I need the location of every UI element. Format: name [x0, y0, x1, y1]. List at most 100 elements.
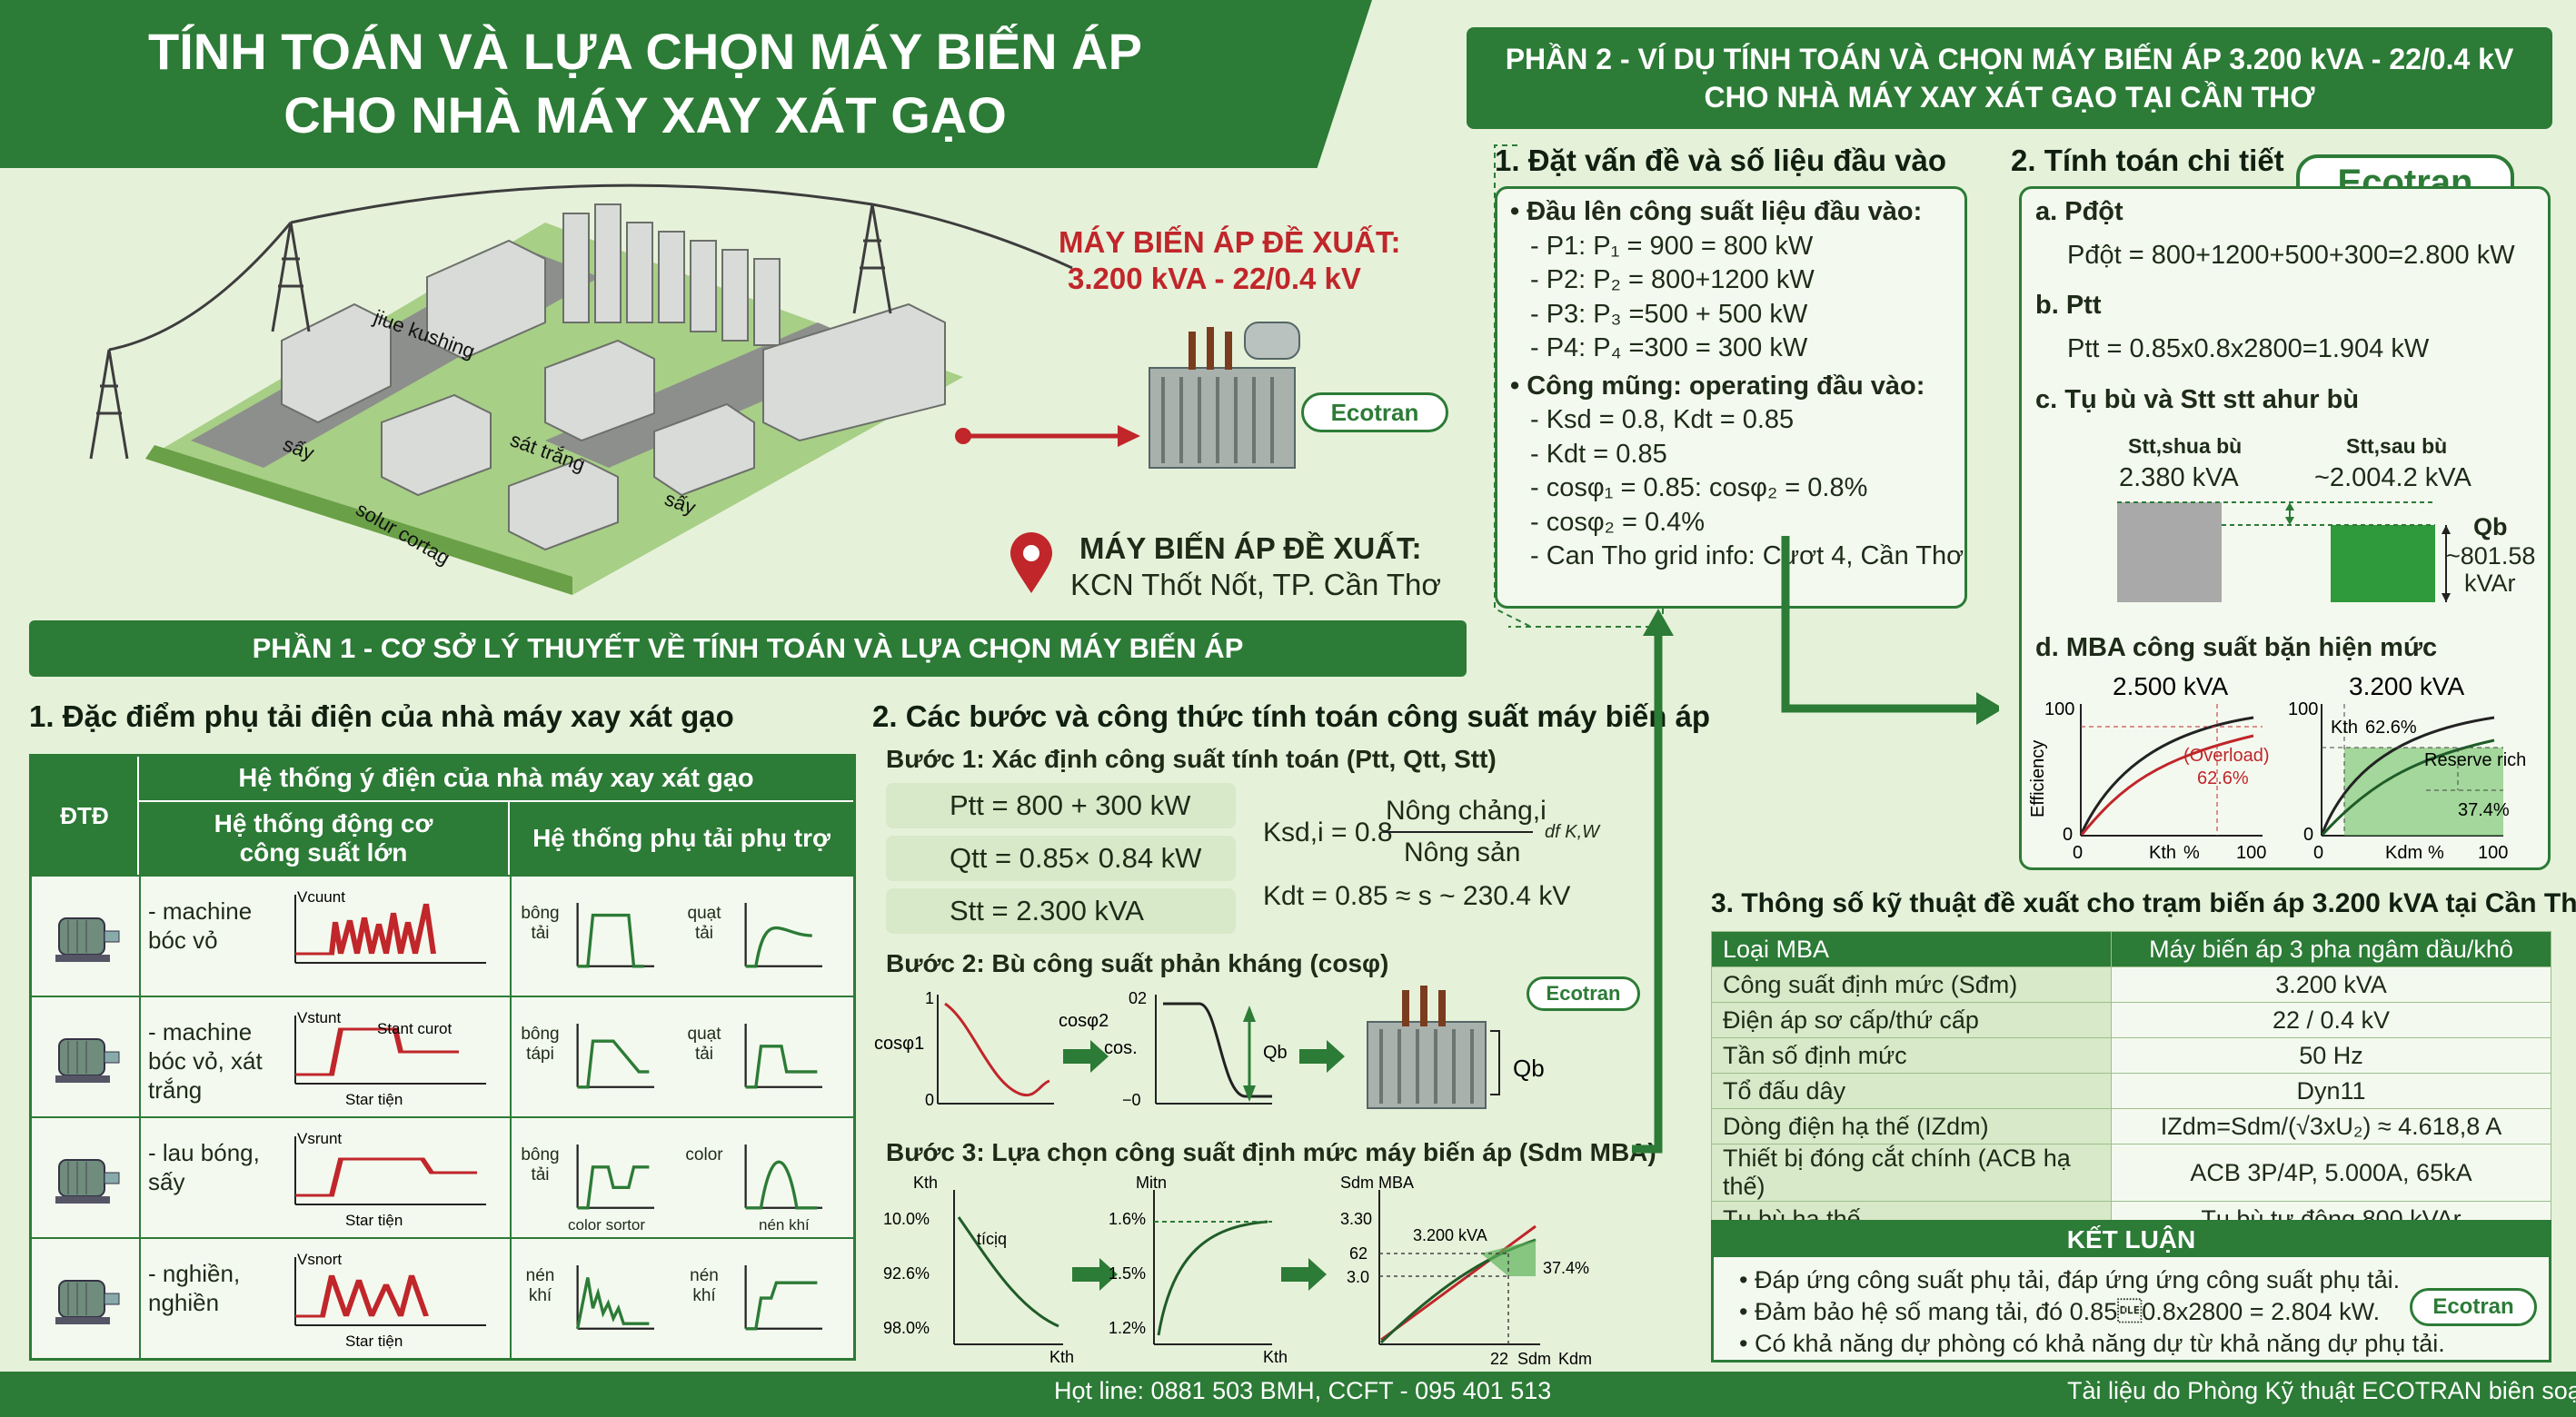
aux-chart-2 [744, 1265, 822, 1331]
ksd-den: Nông sản [1404, 837, 1521, 867]
s3-s1: 3.30 [1340, 1210, 1372, 1228]
aux-xlabel-1: color sortor [568, 1216, 646, 1234]
aux-label-2: quạt tải [687, 1025, 721, 1064]
s2-cos2: cosφ2 [1059, 1011, 1109, 1031]
flow-arrows [1494, 144, 1999, 1154]
part1-header: PHẦN 1 - CƠ SỞ LÝ THUYẾT VỀ TÍNH TOÁN VÀ… [29, 620, 1467, 677]
svg-text:Vstunt: Vstunt [297, 1009, 341, 1026]
aux-chart-2 [744, 1144, 822, 1210]
part2-header: PHẦN 2 - VÍ DỤ TÍNH TOÁN VÀ CHỌN MÁY BIẾ… [1467, 27, 2552, 129]
dr-y0: 0 [2303, 825, 2313, 845]
spec-value: 22 / 0.4 kV [2111, 1002, 2551, 1038]
ksd-tail: df K,W [1545, 822, 1600, 842]
dl-x100: 100 [2236, 843, 2266, 863]
formula-qtt-text: Qtt = 0.85× 0.84 kW [950, 842, 1202, 874]
coef-head: • Công mũng: operating đầu vào: [1510, 371, 1925, 401]
motor-icon [52, 907, 121, 967]
loc-value: KCN Thốt Nốt, TP. Cần Thơ [1070, 568, 1442, 601]
p2-s3-title: 3. Thông số kỹ thuật đề xuất cho trạm bi… [1711, 888, 2576, 918]
input-4: - P4: P₄ =300 = 300 kW [1530, 333, 1808, 362]
aux-label-1: bông tápi [521, 1025, 560, 1064]
s3-xk: Kdm [1558, 1350, 1592, 1367]
brand-text: Ecotran [1330, 398, 1419, 426]
dr-xk: Kdm [2385, 843, 2422, 863]
kdt-formula: Kdt = 0.85 ≈ s ~ 230.4 kV [1263, 881, 1571, 911]
aux-label-2: quạt tải [687, 904, 721, 943]
input-3: - P3: P₃ =500 + 500 kW [1530, 299, 1808, 329]
conclusion-box: KẾT LUẬN • Đáp ứng công suất phụ tải, đá… [1711, 1220, 2551, 1362]
ksd-num: Nông chảng,i [1386, 796, 1547, 826]
dl-title: 2.500 kVA [2113, 672, 2228, 700]
aux-chart-2 [744, 903, 822, 968]
row-name: - machine bóc vỏ [148, 897, 253, 954]
calc-a-val: Pđột = 800+1200+500+300=2.800 kW [2067, 241, 2515, 270]
table-col-dt: ĐTĐ [32, 757, 139, 875]
part2-header-1: PHẦN 2 - VÍ DỤ TÍNH TOÁN VÀ CHỌN MÁY BIẾ… [1505, 43, 2514, 75]
spec-key: Tổ đấu dây [1711, 1073, 2112, 1109]
dr-kth: Kth [2331, 718, 2358, 738]
spec-row: Dòng điện hạ thế (IZdm)IZdm=Sdm/(√3xU₂) … [1711, 1108, 2551, 1144]
dl-x0: 0 [2073, 843, 2083, 863]
dl-xk: Kth [2149, 843, 2176, 863]
conclusion-list: • Đáp ứng công suất phụ tải, đáp ứng ứng… [1714, 1257, 2549, 1360]
coef-5: - Can Tho grid info: Cươt 4, Cần Thơ [1530, 541, 1964, 570]
c-before-val: 2.380 kVA [2119, 463, 2239, 492]
brand-logo-conclusion: Ecotran [2410, 1288, 2537, 1326]
brand-text-2: Ecotran [1546, 982, 1621, 1005]
calc-b-val: Ptt = 0.85x0.8x2800=1.904 kW [2067, 334, 2430, 363]
s3-kva: 3.200 kVA [1413, 1226, 1487, 1244]
p2-inputs: • Đầu lên công suất liệu đầu vào: - P1: … [1510, 195, 1964, 574]
inputs-head: • Đầu lên công suất liệu đầu vào: [1510, 197, 1923, 226]
load-table: ĐTĐ Hệ thống ý điện của nhà máy xay xát … [29, 754, 856, 1361]
page-title: TÍNH TOÁN VÀ LỰA CHỌN MÁY BIẾN ÁP CHO NH… [55, 20, 1236, 147]
coef-1: - Ksd = 0.8, Kdt = 0.85 [1530, 405, 1795, 434]
location-pin-icon [1010, 532, 1052, 593]
formula-ptt-text: Ptt = 800 + 300 kW [950, 789, 1191, 821]
s2-qb-2: Qb [1513, 1055, 1545, 1082]
s3-kth: Kth [913, 1174, 938, 1192]
aux-label-1: nén khí [525, 1266, 555, 1305]
spec-value: Máy biến áp 3 pha ngâm dầu/khô [2111, 931, 2551, 967]
aux-label-2: nén khí [690, 1266, 719, 1305]
conclusion-3: • Có khả năng dự phòng có khả năng dự từ… [1739, 1330, 2445, 1357]
s2-y02: 02 [1129, 989, 1147, 1007]
table-group-header: Hệ thống ý điện của nhà máy xay xát gạo [139, 757, 853, 802]
part1-header-text: PHẦN 1 - CƠ SỞ LÝ THUYẾT VỀ TÍNH TOÁN VÀ… [252, 632, 1244, 664]
footer-hotline: Họt line: 0881 503 BMH, CCFT - 095 401 5… [1054, 1377, 1552, 1404]
brand-logo-hero: Ecotran [1301, 392, 1448, 432]
efficiency-charts: 2.500 kVA 100 0 Efficiency (Overload) 62… [2028, 672, 2526, 863]
row-name: - lau bóng, sấy [148, 1139, 260, 1195]
part1-s1-title: 1. Đặc điểm phụ tải điện của nhà máy xay… [29, 699, 734, 733]
svg-text:Stant curot: Stant curot [377, 1020, 452, 1037]
transformer-icon [1149, 322, 1300, 469]
svg-text:Star tiện: Star tiện [345, 1212, 403, 1229]
dr-y100: 100 [2288, 699, 2318, 719]
coef-2: - Kdt = 0.85 [1530, 439, 1667, 469]
rec-value: 3.200 kVA - 22/0.4 kV [1068, 262, 1361, 295]
dl-y100: 100 [2044, 699, 2074, 719]
input-2: - P2: P₂ = 800+1200 kW [1530, 265, 1815, 294]
s3-m1: 1.6% [1109, 1210, 1146, 1228]
c-after-label: Stt,sau bù [2346, 434, 2448, 458]
input-1: - P1: P₁ = 900 = 800 kW [1530, 231, 1814, 261]
spec-value: ACB 3P/4P, 5.000A, 65kA [2111, 1144, 2551, 1202]
row-name: - machine bóc vỏ, xát trắng [148, 1018, 263, 1104]
spec-key: Tần số định mức [1711, 1037, 2112, 1074]
s3-m3: 1.2% [1109, 1319, 1146, 1337]
spec-key: Điện áp sơ cấp/thứ cấp [1711, 1002, 2112, 1038]
s3-sdm: Sdm MBA [1340, 1174, 1414, 1192]
formula-ptt: Ptt = 800 + 300 kW [886, 783, 1236, 828]
formula-stt-text: Stt = 2.300 kVA [950, 895, 1144, 926]
row-name: - nghiền, nghiền [148, 1260, 241, 1316]
part2-header-2: CHO NHÀ MÁY XAY XÁT GẠO TẠI CẦN THƠ [1704, 81, 2315, 114]
fraction-line [1383, 831, 1533, 833]
step2-title: Bước 2: Bù công suất phản kháng (cosφ) [886, 949, 1389, 977]
dr-reserve: Reserve rich [2424, 750, 2526, 770]
rec-label: MÁY BIẾN ÁP ĐỀ XUẤT: [1059, 225, 1401, 259]
dl-ylab: Efficiency [2028, 740, 2048, 818]
